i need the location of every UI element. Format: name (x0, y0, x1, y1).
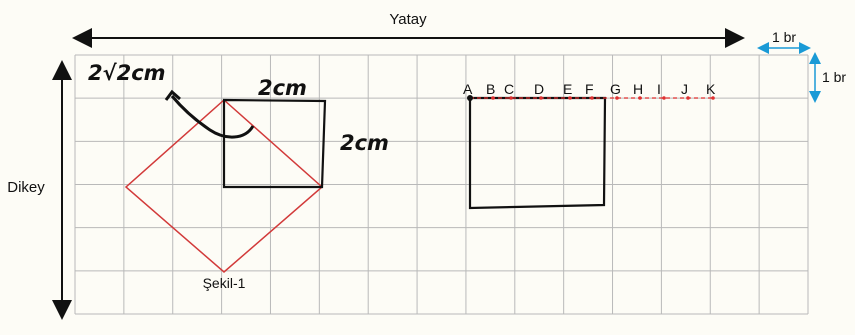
point-h-label: H (633, 81, 643, 97)
point-e-label: E (563, 81, 572, 97)
red-diamond-square (124, 98, 324, 273)
point-i-dot (662, 96, 666, 100)
point-h-dot (638, 96, 642, 100)
point-a-dot (467, 95, 473, 101)
point-g-label: G (610, 81, 621, 97)
point-a-label: A (463, 81, 473, 97)
point-c-dot (509, 96, 513, 100)
point-i-label: I (657, 81, 661, 97)
handwritten-arrowhead (164, 89, 181, 101)
vertical-label: Dikey (7, 179, 45, 196)
point-d-dot (539, 96, 543, 100)
point-f-dot (590, 96, 594, 100)
point-b-label: B (486, 81, 495, 97)
grid (74, 54, 809, 315)
point-d-label: D (534, 81, 544, 97)
point-b-dot (491, 96, 495, 100)
handwritten-curved-arrow (170, 95, 255, 139)
point-f-label: F (585, 81, 594, 97)
point-k-label: K (706, 81, 716, 97)
point-g-dot (615, 96, 619, 100)
unit-height-label: 1 br (822, 69, 846, 85)
right-quadrilateral (468, 96, 607, 210)
point-j-label: J (681, 81, 688, 97)
handwritten-diagonal: 2√2cm (88, 61, 166, 85)
point-e-dot (568, 96, 572, 100)
handwritten-square (222, 98, 327, 189)
unit-width-label: 1 br (772, 29, 796, 45)
horizontal-label: Yatay (389, 11, 427, 28)
point-c-label: C (504, 81, 514, 97)
point-j-dot (686, 96, 690, 100)
point-k-dot (711, 96, 715, 100)
handwritten-top-side: 2cm (258, 76, 307, 100)
handwritten-right-side: 2cm (340, 131, 389, 155)
figure-label: Şekil-1 (203, 275, 246, 291)
